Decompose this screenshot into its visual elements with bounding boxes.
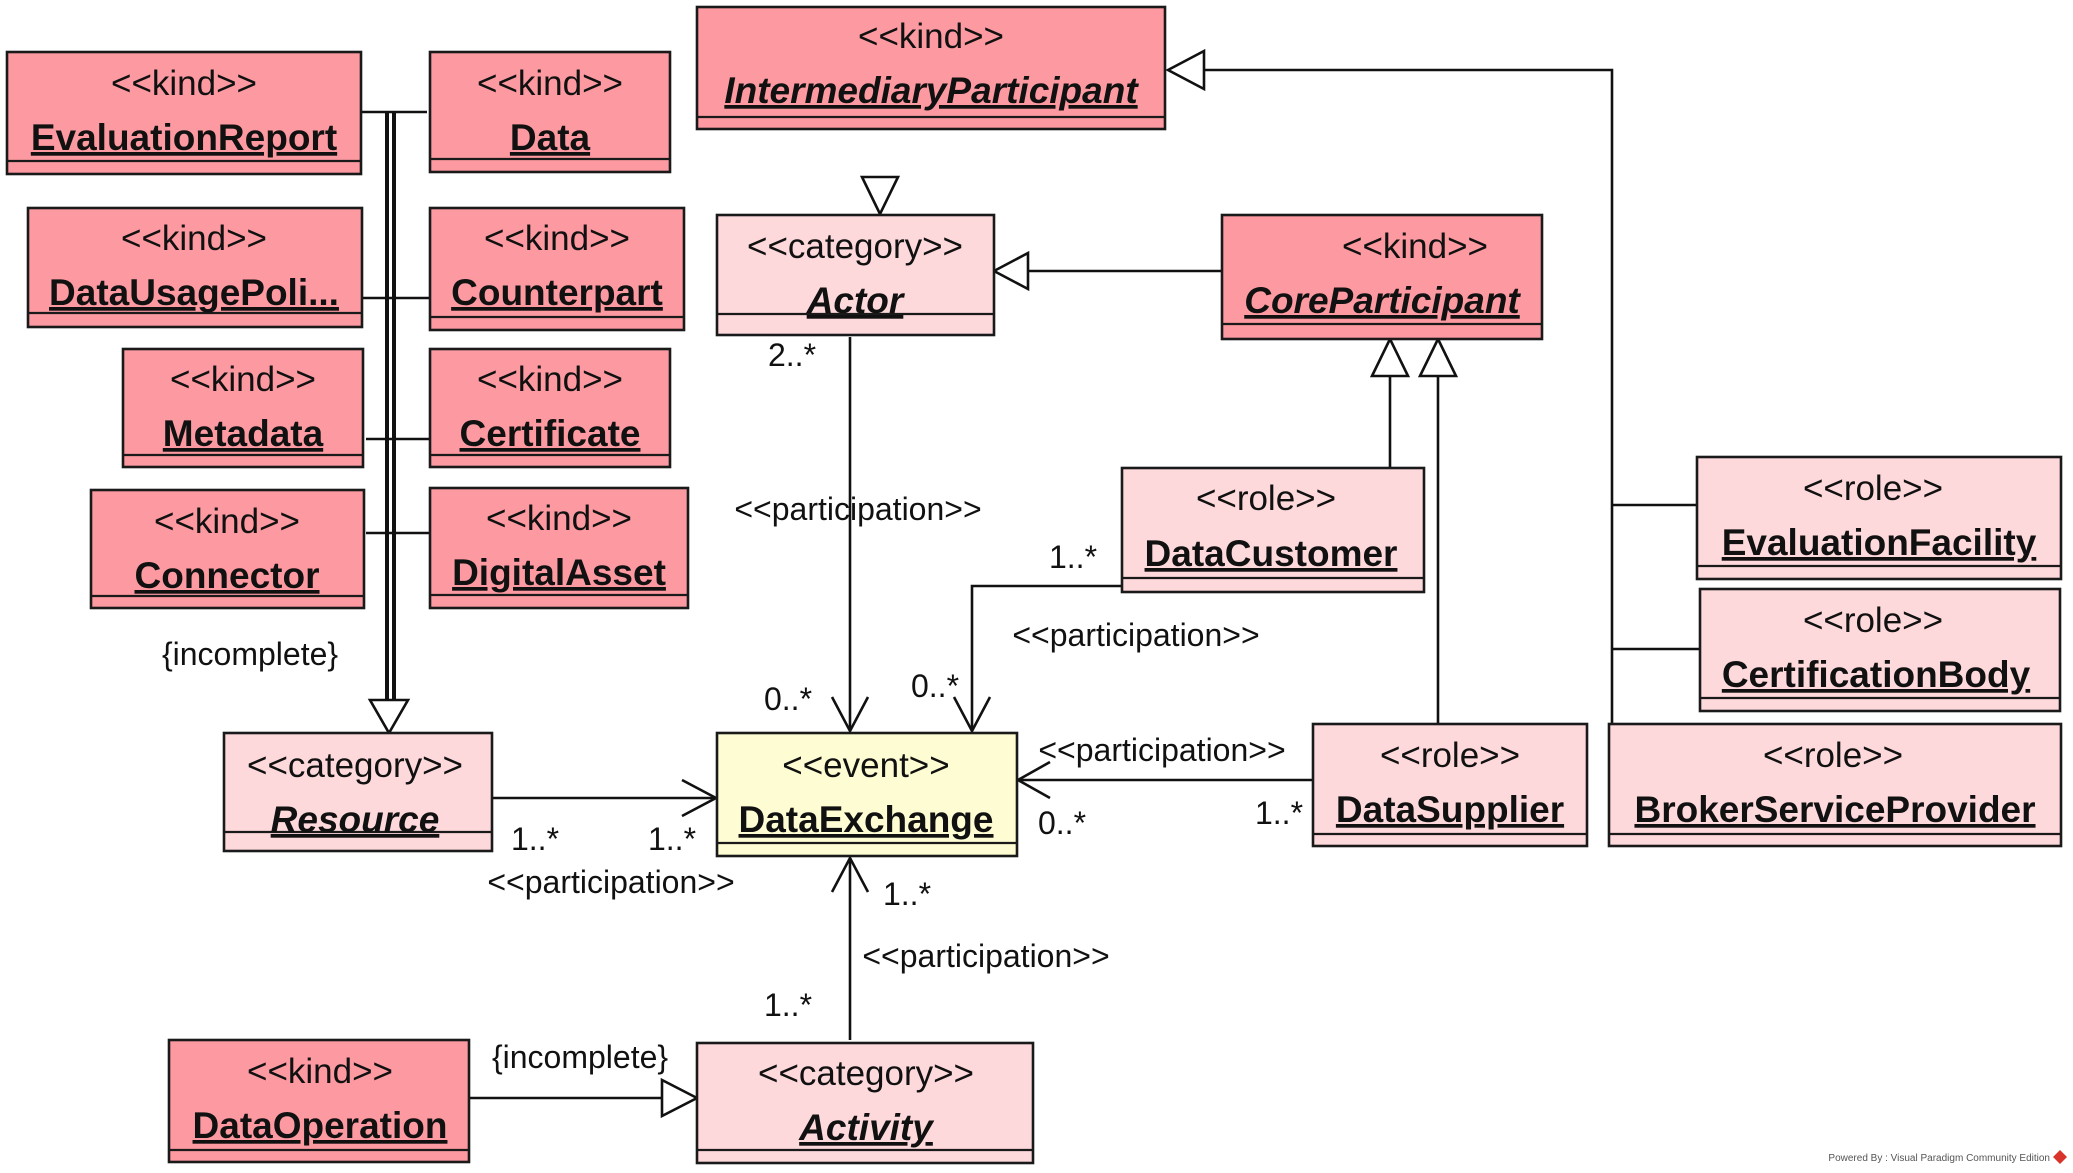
class-data-supplier[interactable]: <<role>> DataSupplier xyxy=(1311,722,1589,848)
resource-exchange-association xyxy=(492,778,719,818)
class-name: DataExchange xyxy=(739,799,994,840)
class-data-usage-policy[interactable]: <<kind>> DataUsagePoli... xyxy=(26,206,364,329)
class-metadata[interactable]: <<kind>> Metadata xyxy=(121,347,365,469)
class-name: DataCustomer xyxy=(1145,533,1398,574)
class-certification-body[interactable]: <<role>> CertificationBody xyxy=(1698,587,2062,713)
customer-multiplicity: 1..* xyxy=(1049,539,1097,575)
resource-multiplicity: 1..* xyxy=(511,821,559,857)
stereotype-label: <<role>> xyxy=(1763,736,1903,775)
activity-exchange-label: <<participation>> xyxy=(862,938,1109,974)
class-name: DigitalAsset xyxy=(452,552,666,593)
class-data-exchange[interactable]: <<event>> DataExchange xyxy=(715,731,1019,858)
stereotype-label: <<kind>> xyxy=(477,360,623,399)
class-name: Metadata xyxy=(163,413,324,454)
generalization-arrowhead xyxy=(367,698,411,736)
class-name: EvaluationReport xyxy=(31,117,337,158)
stereotype-label: <<role>> xyxy=(1380,736,1520,775)
actor-exchange-multiplicity: 0..* xyxy=(764,681,812,717)
class-name: Connector xyxy=(135,555,320,596)
class-name: Counterpart xyxy=(451,272,663,313)
class-activity[interactable]: <<category>> Activity xyxy=(695,1041,1035,1165)
class-counterpart[interactable]: <<kind>> Counterpart xyxy=(428,206,686,332)
class-name: CertificationBody xyxy=(1722,654,2031,695)
class-certificate[interactable]: <<kind>> Certificate xyxy=(428,347,672,469)
class-actor[interactable]: <<category>> Actor xyxy=(715,213,996,337)
stereotype-label: <<role>> xyxy=(1196,479,1336,518)
class-data[interactable]: <<kind>> Data xyxy=(428,50,672,174)
stereotype-label: <<role>> xyxy=(1803,469,1943,508)
class-evaluation-report[interactable]: <<kind>> EvaluationReport xyxy=(5,50,363,176)
class-name: CoreParticipant xyxy=(1244,280,1521,321)
class-core-participant[interactable]: <<kind>> CoreParticipant xyxy=(1220,213,1544,341)
class-name: Resource xyxy=(271,799,440,840)
class-name: IntermediaryParticipant xyxy=(724,70,1139,111)
class-data-operation[interactable]: <<kind>> DataOperation xyxy=(167,1038,471,1164)
class-intermediary-participant[interactable]: <<kind>> IntermediaryParticipant xyxy=(695,5,1167,131)
stereotype-label: <<kind>> xyxy=(121,219,267,258)
actor-exchange-label: <<participation>> xyxy=(734,491,981,527)
class-name: Actor xyxy=(806,280,906,321)
supplier-multiplicity: 1..* xyxy=(1255,795,1303,831)
datasupplier-to-coreparticipant-generalization xyxy=(1417,336,1459,724)
stereotype-label: <<kind>> xyxy=(247,1052,393,1091)
class-name: DataOperation xyxy=(193,1105,448,1146)
class-name: BrokerServiceProvider xyxy=(1634,789,2035,830)
resource-constraint-label: {incomplete} xyxy=(162,636,338,672)
stereotype-label: <<kind>> xyxy=(111,64,257,103)
footer-watermark: Powered By : Visual Paradigm Community E… xyxy=(1828,1150,2067,1164)
dataoperation-to-activity-generalization xyxy=(469,1077,700,1119)
resource-exchange-label: <<participation>> xyxy=(487,864,734,900)
datacustomer-to-coreparticipant-generalization xyxy=(1369,336,1411,468)
class-name: DataSupplier xyxy=(1336,789,1564,830)
class-resource[interactable]: <<category>> Resource xyxy=(222,731,494,853)
stereotype-label: <<category>> xyxy=(247,746,463,785)
coreparticipant-to-actor-generalization xyxy=(991,250,1222,292)
class-evaluation-facility[interactable]: <<role>> EvaluationFacility xyxy=(1695,455,2063,581)
footer-text: Powered By : Visual Paradigm Community E… xyxy=(1828,1153,2050,1164)
stereotype-label: <<kind>> xyxy=(1342,227,1488,266)
resource-exchange-multiplicity: 1..* xyxy=(648,821,696,857)
activity-multiplicity: 1..* xyxy=(764,987,812,1023)
class-name: Activity xyxy=(798,1107,935,1148)
stereotype-label: <<category>> xyxy=(758,1054,974,1093)
stereotype-label: <<kind>> xyxy=(858,17,1004,56)
activity-exchange-association xyxy=(830,855,870,1040)
stereotype-label: <<kind>> xyxy=(484,219,630,258)
class-broker-service-provider[interactable]: <<role>> BrokerServiceProvider xyxy=(1607,722,2063,848)
stereotype-label: <<category>> xyxy=(747,227,963,266)
actor-multiplicity: 2..* xyxy=(768,337,816,373)
roles-to-intermediary-generalization xyxy=(1165,48,1700,724)
actor-to-intermediary-generalization xyxy=(859,175,901,217)
activity-exchange-multiplicity: 1..* xyxy=(883,876,931,912)
class-name: Certificate xyxy=(460,413,641,454)
class-digital-asset[interactable]: <<kind>> DigitalAsset xyxy=(428,486,690,610)
customer-exchange-label: <<participation>> xyxy=(1012,617,1259,653)
class-name: Data xyxy=(510,117,591,158)
stereotype-label: <<role>> xyxy=(1803,601,1943,640)
supplier-exchange-label: <<participation>> xyxy=(1038,732,1285,768)
customer-exchange-association xyxy=(952,584,1122,734)
activity-constraint-label: {incomplete} xyxy=(492,1039,668,1075)
class-name: EvaluationFacility xyxy=(1722,522,2037,563)
class-name: DataUsagePoli... xyxy=(49,272,339,313)
stereotype-label: <<kind>> xyxy=(154,502,300,541)
stereotype-label: <<event>> xyxy=(782,746,949,785)
class-data-customer[interactable]: <<role>> DataCustomer xyxy=(1120,466,1426,594)
vp-logo-icon xyxy=(2053,1150,2067,1164)
customer-exchange-multiplicity: 0..* xyxy=(911,668,959,704)
class-connector[interactable]: <<kind>> Connector xyxy=(89,488,366,610)
resource-generalization-set xyxy=(362,110,430,736)
stereotype-label: <<kind>> xyxy=(170,360,316,399)
actor-exchange-association xyxy=(830,337,870,734)
supplier-exchange-multiplicity: 0..* xyxy=(1038,805,1086,841)
stereotype-label: <<kind>> xyxy=(486,499,632,538)
stereotype-label: <<kind>> xyxy=(477,64,623,103)
